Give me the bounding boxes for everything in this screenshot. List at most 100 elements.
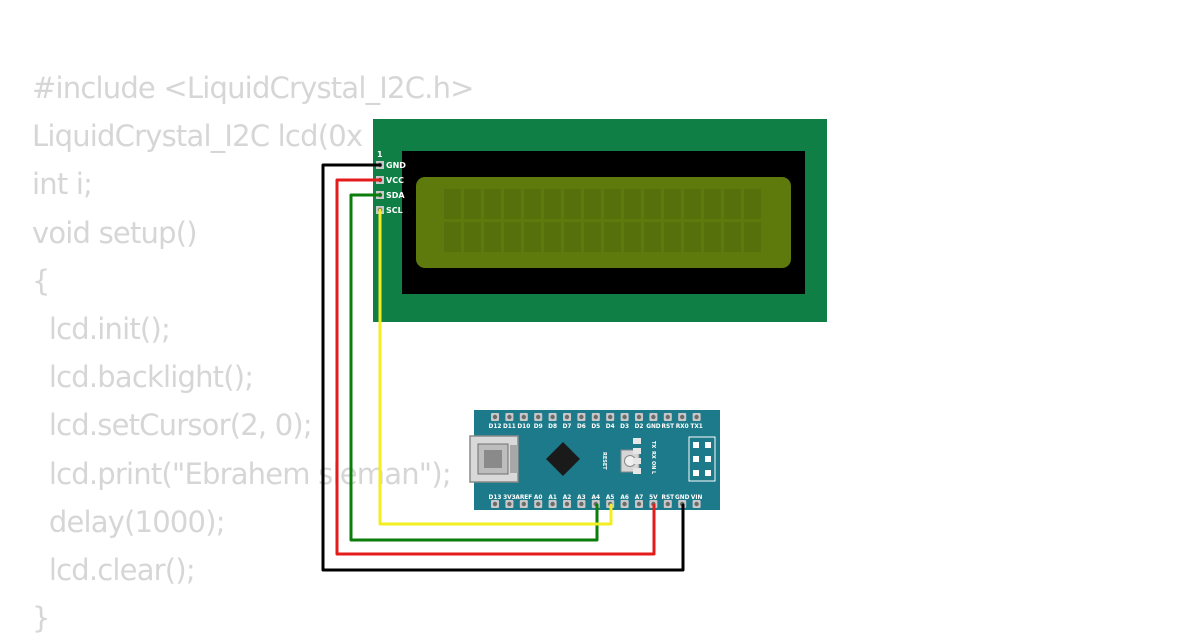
nano-pin-label: A4 (592, 495, 601, 501)
nano-pin-label: 3V3 (503, 495, 516, 501)
lcd-cell (644, 189, 661, 219)
lcd-cell (484, 189, 501, 219)
wire-sda[interactable] (349, 193, 599, 542)
nano-pin-label: TX1 (690, 424, 702, 430)
code-line: int i; (32, 167, 93, 202)
nano-pin-hole (680, 414, 685, 420)
lcd-cell (724, 222, 741, 252)
lcd-pin-label: SCL (386, 206, 403, 215)
nano-pin-label: D13 (489, 495, 502, 501)
wire-scl[interactable] (378, 208, 613, 526)
lcd-cell (564, 222, 581, 252)
wires (321, 163, 685, 572)
status-led-label: L (650, 471, 656, 475)
nano-pin-hole (608, 414, 613, 420)
code-line: #include <LiquidCrystal_I2C.h> (32, 71, 474, 105)
nano-pin-hole (492, 501, 498, 507)
lcd-pin-index-label: 1 (377, 150, 383, 159)
nano-pin-label: D10 (517, 424, 530, 430)
lcd-module[interactable]: 1 GND VCC SDA SCL (373, 119, 827, 322)
lcd-cell (544, 189, 561, 219)
nano-pin-label: RST (662, 495, 675, 501)
nano-pin-hole (521, 414, 526, 420)
usb-connector (469, 435, 519, 483)
status-led (633, 458, 641, 464)
nano-pin-hole (507, 501, 512, 507)
reset-label: RESET (601, 452, 607, 470)
nano-pin-label: D9 (534, 424, 543, 430)
nano-pin-label: D4 (606, 424, 615, 430)
nano-pin-label: GND (646, 424, 661, 430)
nano-pin-label: D6 (577, 424, 586, 430)
nano-pin-hole (492, 414, 498, 420)
nano-pin-label: D5 (591, 424, 600, 430)
lcd-cell (504, 189, 521, 219)
nano-pin-label: A0 (534, 495, 543, 501)
nano-pin-label: 5V (649, 495, 658, 501)
code-line: lcd.init(); (32, 311, 171, 346)
lcd-cell (524, 189, 541, 219)
nano-pin-hole (507, 414, 512, 420)
nano-pin-label: D12 (489, 424, 502, 430)
code-line: lcd.setCursor(2, 0); (32, 408, 313, 443)
nano-pin-label: VIN (691, 495, 703, 501)
code-line: void setup() (32, 215, 198, 250)
nano-pin-label: A3 (577, 495, 586, 501)
lcd-cell (564, 189, 581, 219)
status-led (633, 468, 641, 474)
code-line: } (32, 601, 50, 636)
lcd-cell (464, 189, 481, 219)
lcd-cell (464, 222, 481, 252)
status-led-label: TX (650, 441, 656, 448)
nano-pin-label: A6 (620, 495, 629, 501)
lcd-character-cells (444, 189, 761, 252)
status-led (633, 448, 641, 454)
nano-pin-hole (536, 414, 541, 420)
reset-button[interactable] (620, 449, 640, 473)
lcd-cell (624, 222, 641, 252)
code-line: LiquidCrystal_I2C lcd(0x (32, 119, 363, 154)
lcd-cell (444, 222, 461, 252)
lcd-cell (744, 222, 761, 252)
nano-pin-label: AREF (515, 495, 532, 501)
nano-pin-hole (665, 414, 670, 420)
nano-pin-hole (694, 501, 699, 507)
nano-pin-hole (651, 414, 656, 420)
nano-pin-label: D2 (635, 424, 644, 430)
nano-pin-hole (550, 414, 555, 420)
lcd-pin-label: VCC (386, 176, 404, 185)
wire-vcc[interactable] (335, 178, 656, 556)
nano-pin-label: A2 (563, 495, 572, 501)
lcd-pin-label: GND (386, 161, 406, 170)
nano-pin-label: A7 (635, 495, 644, 501)
code-line: lcd.backlight(); (32, 360, 254, 395)
lcd-cell (484, 222, 501, 252)
lcd-cell (704, 189, 721, 219)
lcd-pin-label: SDA (386, 191, 405, 200)
nano-pin-hole (622, 414, 627, 420)
lcd-cell (584, 189, 601, 219)
nano-pin-label: D8 (548, 424, 557, 430)
nano-pin-label: D11 (503, 424, 516, 430)
code-line: { (32, 263, 50, 298)
lcd-cell (644, 222, 661, 252)
nano-pin-hole (521, 501, 526, 507)
lcd-cell (544, 222, 561, 252)
lcd-cell (744, 189, 761, 219)
lcd-cell (684, 222, 701, 252)
lcd-cell (524, 222, 541, 252)
nano-pin-hole (564, 414, 570, 420)
nano-pin-hole (622, 501, 627, 507)
nano-pin-hole (579, 501, 584, 507)
status-led (633, 438, 641, 444)
wire-gnd[interactable] (321, 163, 685, 572)
nano-pin-label: A1 (548, 495, 557, 501)
nano-pin-hole (694, 414, 699, 420)
nano-pin-label: D7 (563, 424, 572, 430)
lcd-cell (504, 222, 521, 252)
code-line: lcd.print("Ebrahem sleman"); (32, 456, 452, 491)
